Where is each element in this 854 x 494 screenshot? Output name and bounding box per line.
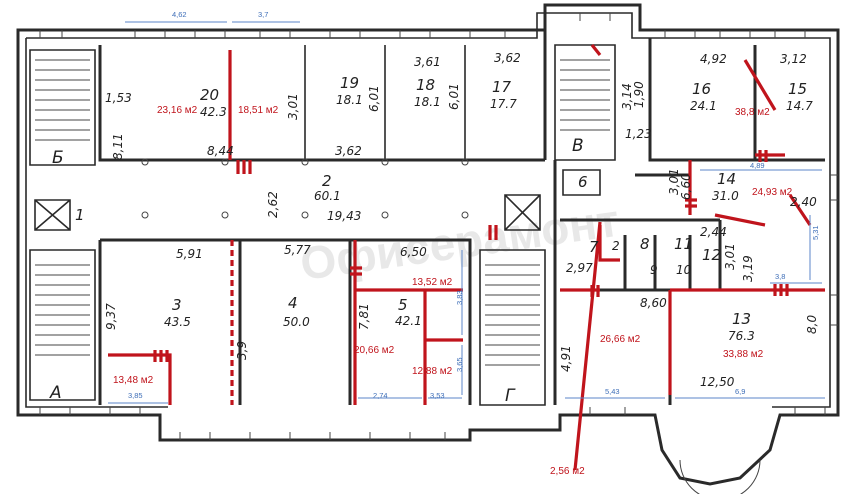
dim-label: 2,62 — [266, 191, 280, 218]
outer-walls — [16, 3, 840, 494]
dim-label: 1,90 — [632, 81, 646, 108]
dim-label: 6,01 — [447, 83, 461, 110]
dim-label: 2,44 — [700, 225, 727, 239]
measure-label: 3,53 — [430, 391, 445, 400]
dim-label: 6,01 — [367, 85, 381, 112]
area-label: 23,16 м2 — [157, 105, 198, 116]
room-19-area: 18.1 — [336, 93, 363, 107]
room-15-area: 14.7 — [786, 99, 813, 113]
room-3-area: 43.5 — [164, 315, 191, 329]
dim-label: 8,60 — [640, 296, 667, 310]
stair-v-label: В — [572, 136, 584, 156]
measure-label: 3,83 — [455, 290, 464, 305]
dim-label: 6,60 — [679, 173, 693, 200]
partition-lines — [108, 44, 825, 471]
measure-label: 4,62 — [172, 10, 187, 19]
room-9-number: 9 — [650, 263, 658, 277]
measure-label: 3,8 — [775, 272, 786, 281]
room-7-number: 7 — [589, 238, 599, 256]
room-10-number: 10 — [676, 263, 692, 277]
room-13-area: 76.3 — [728, 329, 755, 343]
room-12-number: 12 — [702, 246, 722, 264]
room-4-area: 50.0 — [283, 315, 310, 329]
stair-g-label: Г — [505, 386, 515, 406]
room-2-area: 60.1 — [314, 189, 341, 203]
stair-b-label: Б — [52, 148, 64, 168]
room-18-area: 18.1 — [414, 95, 441, 109]
room-13-number: 13 — [732, 310, 752, 328]
dim-label: 12,50 — [700, 375, 735, 389]
dim-label: 3,01 — [723, 243, 737, 270]
measure-label: 3,65 — [455, 357, 464, 372]
dim-label: 8,44 — [207, 144, 234, 158]
room-19-number: 19 — [340, 74, 360, 92]
dim-label: 3,62 — [494, 51, 521, 65]
area-label: 33,88 м2 — [723, 349, 764, 360]
measure-label: 2,74 — [373, 391, 388, 400]
dim-label: 4,92 — [700, 52, 727, 66]
room-2-number: 2 — [322, 172, 332, 190]
dim-label: 1,23 — [625, 127, 652, 141]
room-20-number: 20 — [200, 86, 220, 104]
room-11-number: 11 — [674, 235, 694, 253]
measure-label: 4,89 — [750, 161, 765, 170]
dim-label: 5,91 — [176, 247, 203, 261]
dim-label: 1,53 — [105, 91, 132, 105]
room-14-number: 14 — [717, 170, 737, 188]
room-4-number: 4 — [288, 294, 298, 312]
dim-label: 9,37 — [104, 303, 118, 330]
dim-label: 5,77 — [284, 243, 311, 257]
room-20-area: 42.3 — [200, 105, 227, 119]
area-label: 20,66 м2 — [354, 345, 395, 356]
room-6-number: 6 — [578, 173, 588, 191]
measure-label: 6,9 — [735, 387, 746, 396]
room-8-number: 8 — [640, 235, 650, 253]
area-label: 12,88 м2 — [412, 366, 453, 377]
area-label: 38,8 м2 — [735, 107, 770, 118]
measure-label: 3,7 — [258, 10, 269, 19]
room-17-number: 17 — [492, 78, 512, 96]
measure-label: 3,85 — [128, 391, 143, 400]
measure-label: 5,43 — [605, 387, 620, 396]
measure-label: 5,31 — [811, 225, 820, 240]
dim-label: 19,43 — [327, 209, 362, 223]
room-1-number: 1 — [75, 206, 85, 224]
dim-label: 8,11 — [111, 133, 125, 160]
dim-label: 2,40 — [790, 195, 817, 209]
dim-label: 3,01 — [286, 93, 300, 120]
area-label: 24,93 м2 — [752, 187, 793, 198]
dim-label: 2,97 — [566, 261, 593, 275]
room-16-area: 24.1 — [690, 99, 717, 113]
room-17-area: 17.7 — [490, 97, 517, 111]
dim-label: 3,19 — [741, 255, 755, 282]
area-label: 18,51 м2 — [238, 105, 279, 116]
dim-label: 8,0 — [805, 314, 819, 334]
area-label: 2,56 м2 — [550, 466, 585, 477]
room-2b-number: 2 — [612, 239, 620, 253]
area-label: 13,52 м2 — [412, 277, 453, 288]
area-label: 13,48 м2 — [113, 375, 154, 386]
dim-label: 3,9 — [235, 340, 249, 360]
measure-lines — [108, 21, 825, 404]
room-3-number: 3 — [172, 296, 182, 314]
dim-label: 3,61 — [414, 55, 441, 69]
dim-label: 4,91 — [559, 345, 573, 372]
dim-label: 3,62 — [335, 144, 362, 158]
stair-a-label: А — [50, 383, 62, 403]
room-5-number: 5 — [398, 296, 408, 314]
dim-label: 7,81 — [357, 303, 371, 330]
room-18-number: 18 — [416, 76, 436, 94]
room-16-number: 16 — [692, 80, 712, 98]
room-15-number: 15 — [788, 80, 808, 98]
room-5-area: 42.1 — [395, 314, 422, 328]
room-14-area: 31.0 — [712, 189, 739, 203]
area-label: 26,66 м2 — [600, 334, 641, 345]
dim-label: 6,50 — [400, 245, 427, 259]
dim-label: 3,12 — [780, 52, 807, 66]
